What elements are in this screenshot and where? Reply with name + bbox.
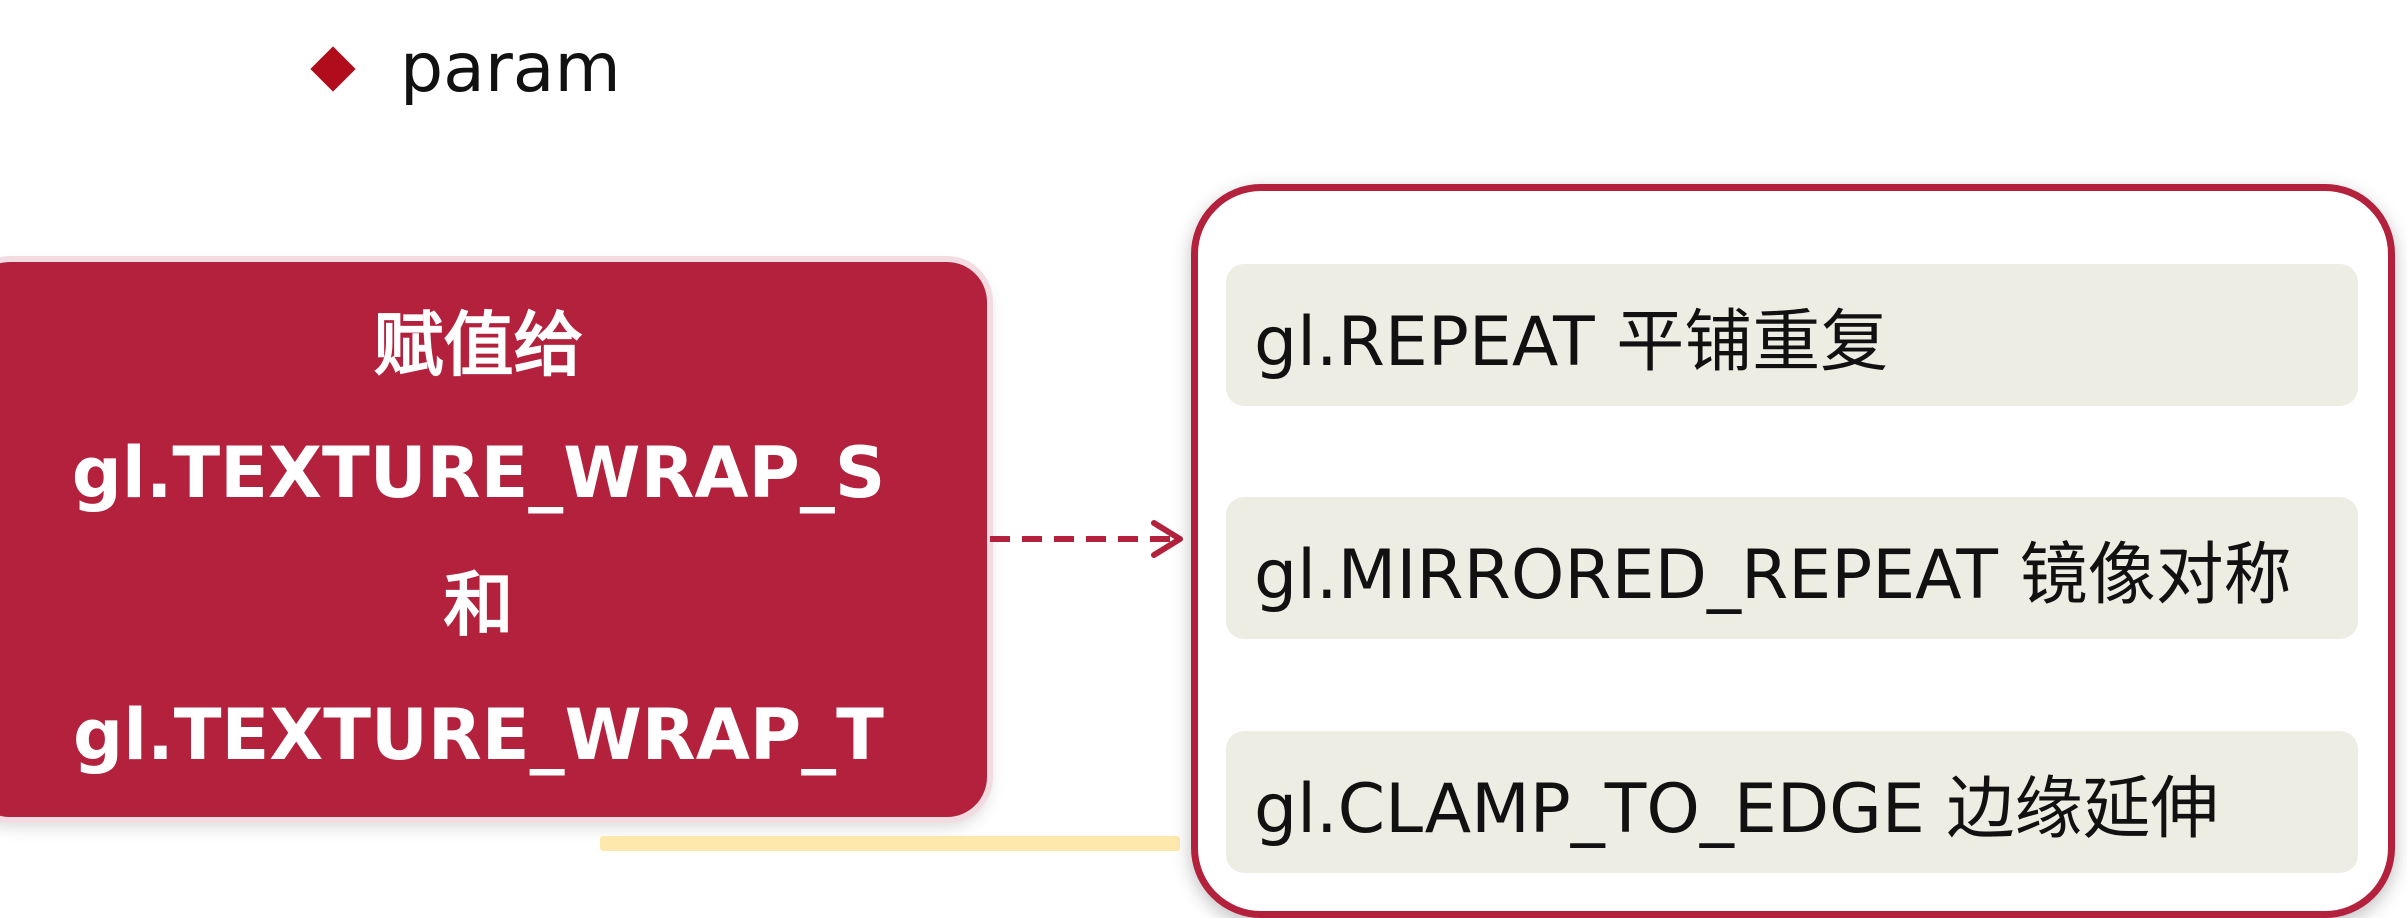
connector-arrow — [990, 520, 1183, 558]
source-line-wrap-t: gl.TEXTURE_WRAP_T — [73, 694, 884, 776]
options-panel: gl.REPEAT 平铺重复 gl.MIRRORED_REPEAT 镜像对称 g… — [1191, 184, 2395, 918]
heading-text: param — [400, 29, 621, 108]
source-line-and: 和 — [443, 564, 514, 646]
source-line-assign: 赋值给 — [373, 304, 584, 386]
source-line-wrap-s: gl.TEXTURE_WRAP_S — [71, 432, 886, 514]
source-box: 赋值给 gl.TEXTURE_WRAP_S 和 gl.TEXTURE_WRAP_… — [0, 262, 987, 817]
option-repeat: gl.REPEAT 平铺重复 — [1226, 264, 2358, 406]
slide-heading: param — [310, 24, 621, 114]
option-mirrored-repeat: gl.MIRRORED_REPEAT 镜像对称 — [1226, 497, 2358, 639]
option-clamp-to-edge: gl.CLAMP_TO_EDGE 边缘延伸 — [1226, 731, 2358, 873]
watermark-strip — [600, 836, 1180, 851]
arrow-head-icon — [1151, 520, 1183, 558]
diamond-bullet-icon — [310, 46, 356, 92]
